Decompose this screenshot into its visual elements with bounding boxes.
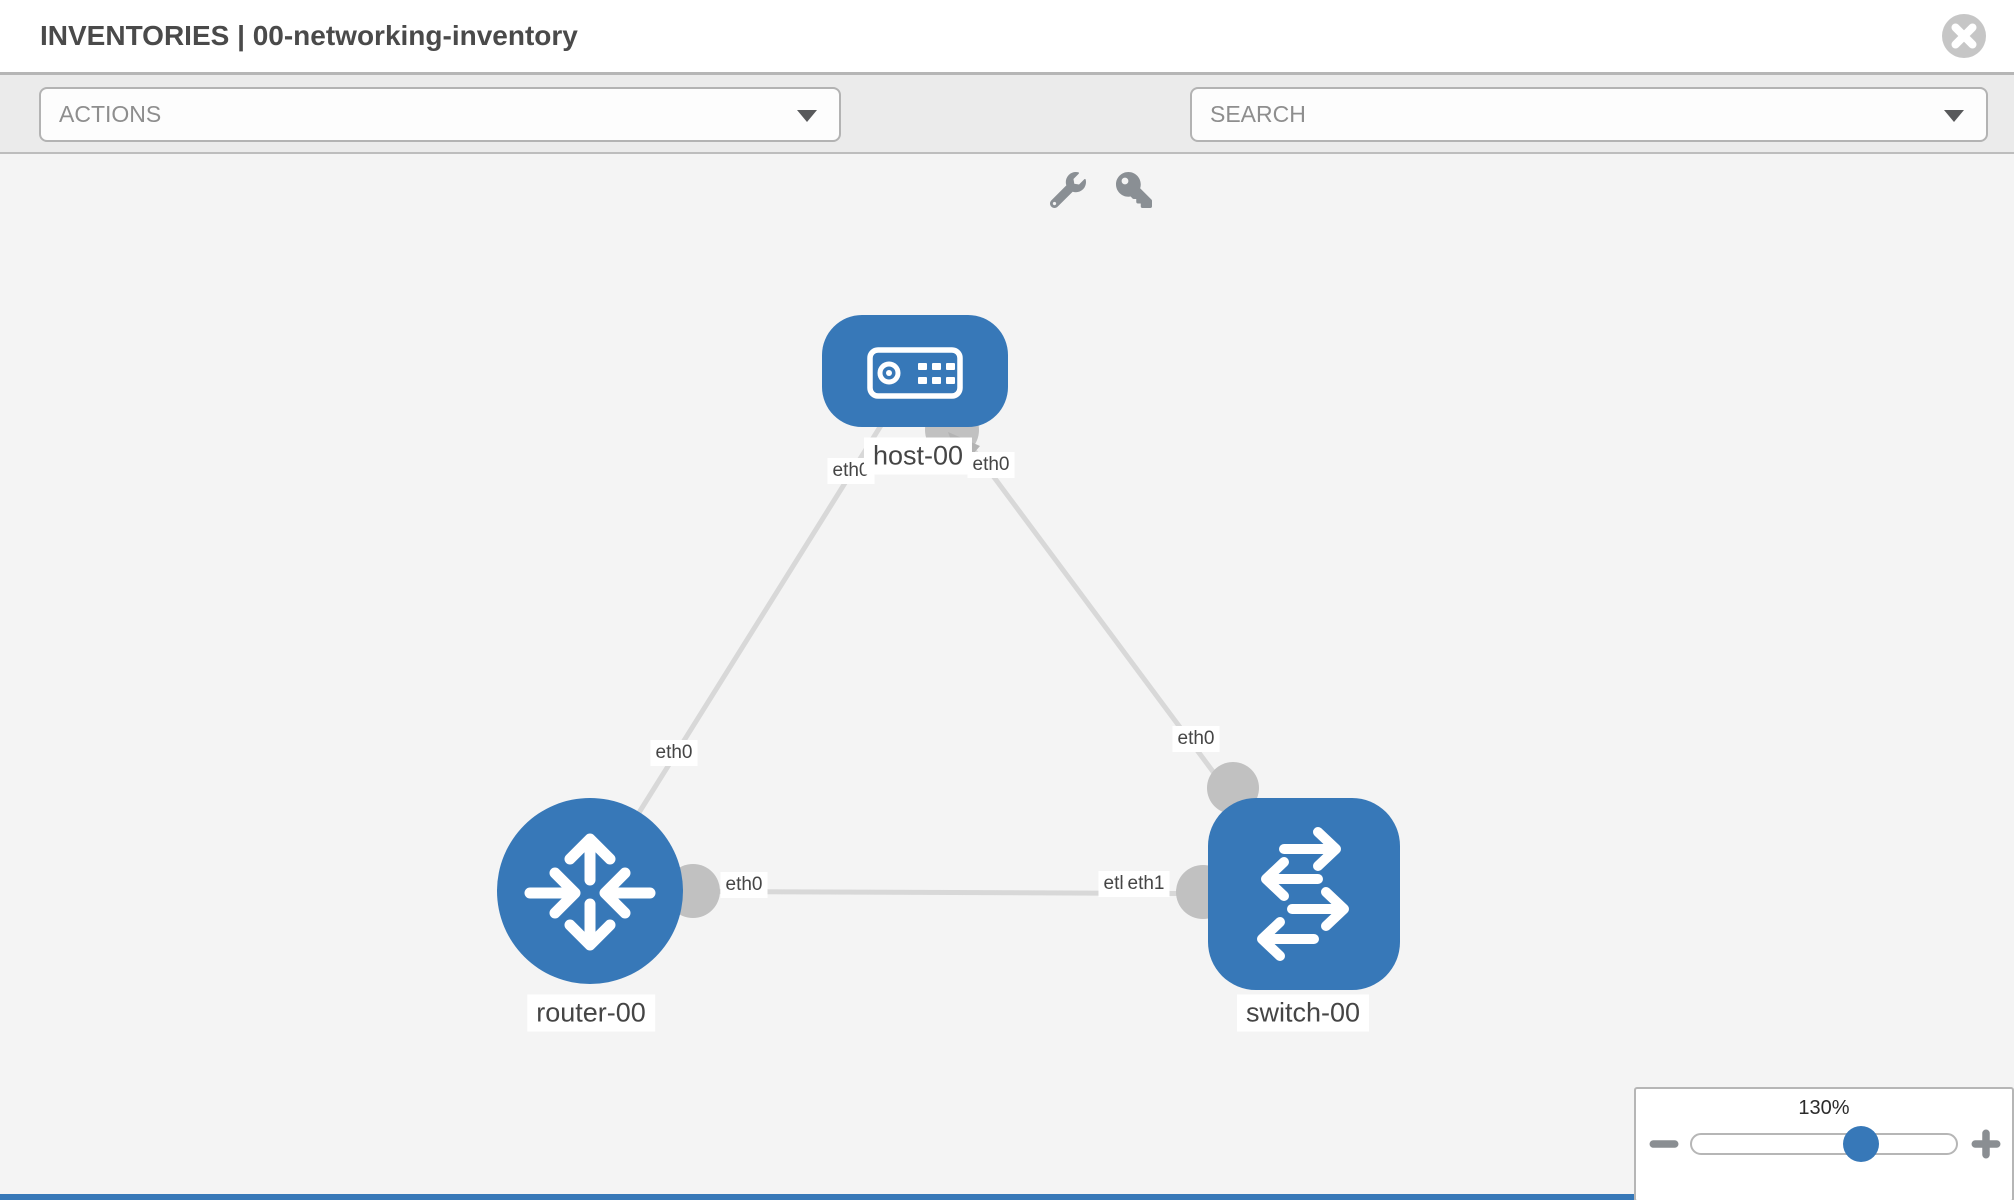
wrench-icon: [1049, 171, 1086, 208]
zoom-level-value: 130%: [1798, 1097, 1850, 1119]
chevron-down-icon: [1944, 110, 1964, 122]
page-title: INVENTORIES | 00-networking-inventory: [40, 20, 578, 51]
actions-dropdown-label: ACTIONS: [59, 101, 162, 127]
credentials-button[interactable]: [1112, 169, 1156, 213]
node-router-00[interactable]: [497, 798, 683, 984]
search-dropdown-label: SEARCH: [1210, 101, 1306, 127]
minus-icon: [1649, 1139, 1679, 1148]
plus-icon: [1971, 1129, 2001, 1158]
key-icon: [1116, 171, 1152, 208]
bottom-accent-bar: [0, 1194, 1634, 1200]
node-host-00[interactable]: [822, 315, 1008, 427]
close-button[interactable]: [1941, 13, 1987, 59]
tools-button[interactable]: [1046, 169, 1090, 213]
zoom-panel: 130%: [1634, 1087, 2014, 1200]
zoom-slider-track[interactable]: [1690, 1126, 1958, 1162]
topology-graph: [497, 315, 1400, 990]
zoom-out-button[interactable]: [1644, 1125, 1684, 1165]
zoom-slider-knob[interactable]: [1842, 1126, 1879, 1162]
actions-dropdown[interactable]: ACTIONS: [39, 87, 841, 142]
zoom-in-button[interactable]: [1966, 1125, 2006, 1165]
node-switch-00[interactable]: [1208, 798, 1400, 990]
toolbar: ACTIONS SEARCH: [0, 75, 2014, 208]
edge-host-00-router-00[interactable]: [587, 369, 918, 893]
search-dropdown[interactable]: SEARCH: [1190, 87, 1988, 142]
chevron-down-icon: [797, 110, 817, 122]
x-circle-icon: [1942, 14, 1986, 58]
header: INVENTORIES | 00-networking-inventory: [0, 0, 2014, 75]
